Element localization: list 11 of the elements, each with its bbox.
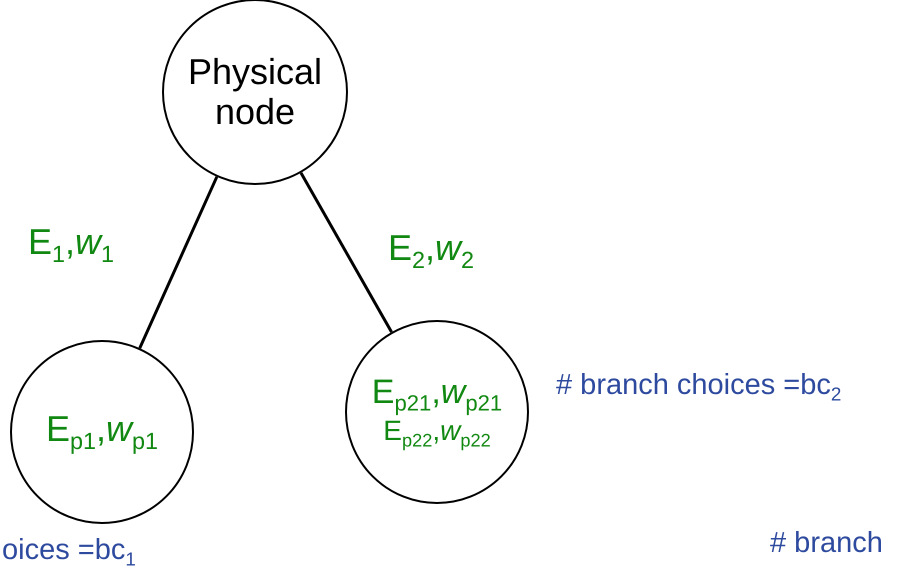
node-label: Physical node [186,52,324,132]
branch-choices-note: oices =bc$_{1}$ [2,535,136,567]
connector-line [138,176,218,349]
branch-choices-note: # branch [770,528,883,560]
energy-weight-label: E$_{p1}$,w$_{p1}$ [46,409,158,455]
connector-line [300,172,393,333]
edge-label: E$_{1}$,w$_{1}$ [28,222,114,268]
edge-label: E$_{2}$,w$_{2}$ [388,228,474,274]
energy-weight-label: E$_{p21}$,w$_{p21}$ [372,374,502,416]
energy-weight-label: E$_{p22}$,w$_{p22}$ [383,416,491,450]
branch-choices-note: # branch choices =bc$_{2}$ [556,370,842,406]
